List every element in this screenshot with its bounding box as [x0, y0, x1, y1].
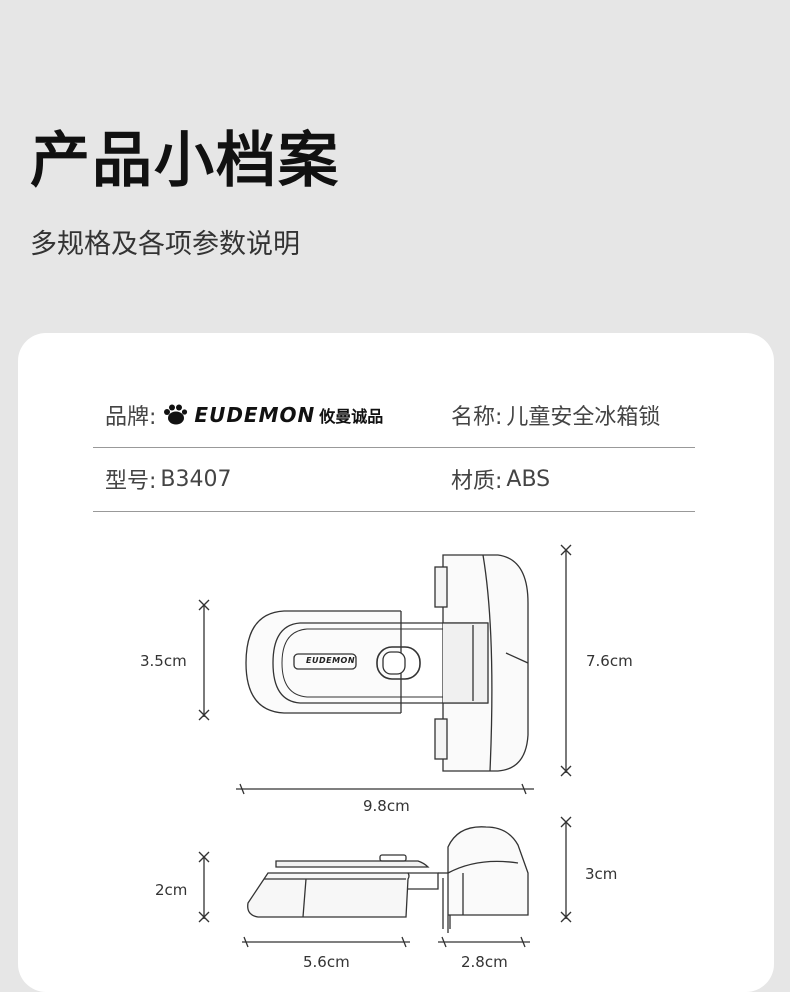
dim-hinge-length: 2.8cm: [461, 953, 508, 971]
dim-side-height: 2cm: [155, 881, 188, 899]
product-drawing: [198, 544, 572, 948]
brand-cell: 品牌: EUDEMON 攸曼诚品: [93, 399, 445, 431]
brand-wordmark: EUDEMON: [194, 403, 316, 427]
page-title: 产品小档案: [30, 126, 340, 196]
material-cell: 材质: ABS: [445, 463, 550, 495]
material-value: ABS: [506, 466, 551, 492]
name-cell: 名称: 儿童安全冰箱锁: [445, 399, 660, 431]
material-label: 材质:: [451, 469, 503, 494]
spec-row-2: 型号: B3407 材质: ABS: [93, 447, 695, 512]
product-badge-text: EUDEMON: [306, 656, 356, 665]
model-value: B3407: [160, 466, 232, 492]
dim-total-height: 7.6cm: [586, 652, 633, 670]
brand-logo: EUDEMON 攸曼诚品: [162, 403, 383, 427]
brand-cn-name: 攸曼诚品: [319, 407, 384, 426]
spec-row-1: 品牌: EUDEMON 攸曼诚品 名称: 儿童安全冰箱锁: [93, 383, 695, 448]
brand-label: 品牌:: [105, 405, 157, 430]
model-cell: 型号: B3407: [93, 463, 445, 495]
dim-top-height: 3.5cm: [140, 652, 187, 670]
paw-icon: [164, 404, 188, 425]
spec-card: 品牌: EUDEMON 攸曼诚品 名称: 儿童安全冰箱锁 型号: B3407: [18, 333, 774, 992]
dim-total-width: 9.8cm: [363, 797, 410, 815]
model-label: 型号:: [105, 469, 157, 494]
name-value: 儿童安全冰箱锁: [506, 405, 661, 430]
dim-base-length: 5.6cm: [303, 953, 350, 971]
name-label: 名称:: [451, 405, 503, 430]
page-subtitle: 多规格及各项参数说明: [30, 229, 300, 260]
dim-side-right-height: 3cm: [585, 865, 618, 883]
